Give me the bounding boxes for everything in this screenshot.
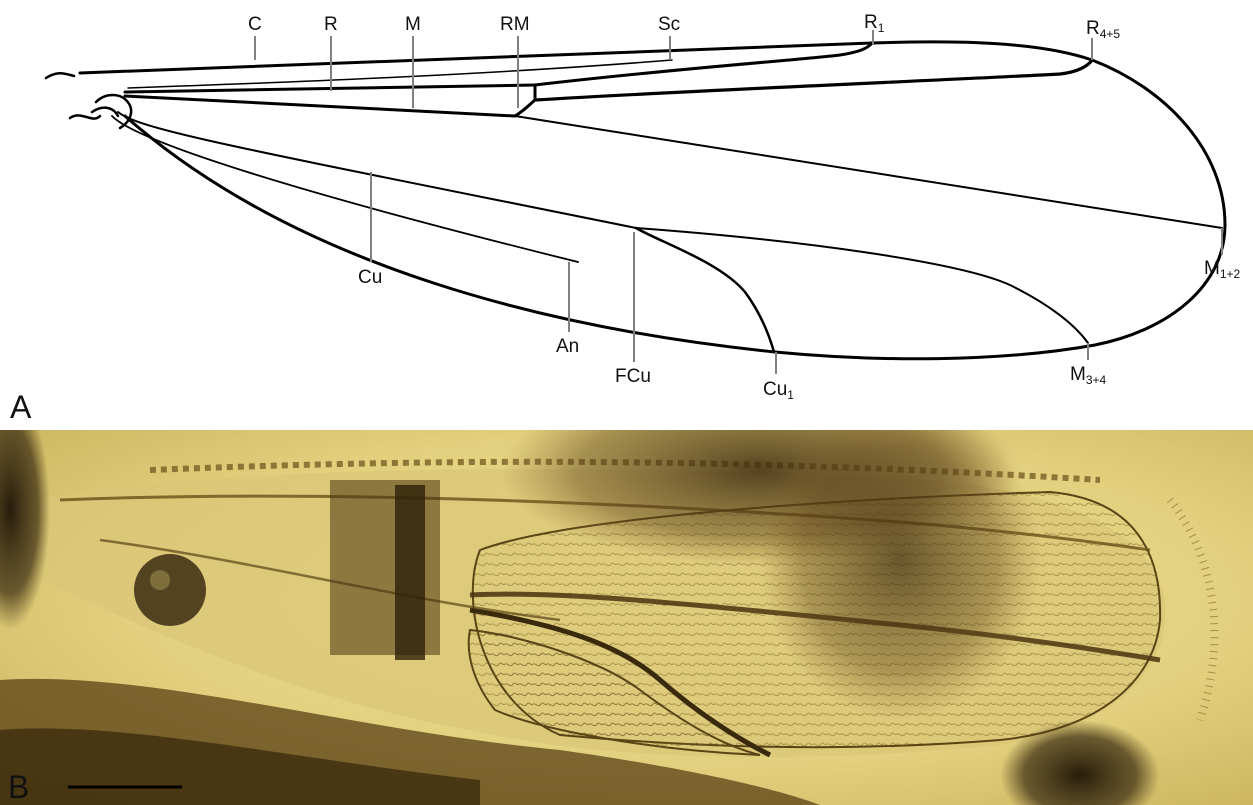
air-bubble xyxy=(134,554,206,626)
amber-wing-micrograph: B xyxy=(0,430,1253,805)
label-rm: RM xyxy=(500,14,530,35)
label-sc: Sc xyxy=(658,14,680,35)
label-cu: Cu xyxy=(358,267,382,288)
label-cu1: Cu1 xyxy=(763,379,794,402)
label-r4-5: R4+5 xyxy=(1086,18,1120,41)
vein-m xyxy=(125,96,535,116)
panel-label-b: B xyxy=(8,769,29,805)
wing-base-hook xyxy=(46,73,131,128)
wing-venation-drawing: C R M RM Sc R1 R4+5 Cu M1+2 An FCu Cu1 M… xyxy=(0,0,1253,430)
vein-m3-4 xyxy=(636,228,1088,343)
vein-cu1 xyxy=(636,228,774,352)
vein-r4-5 xyxy=(535,60,1092,100)
dark-scale-bar xyxy=(395,485,425,660)
label-an: An xyxy=(556,336,579,357)
label-fcu: FCu xyxy=(615,366,651,387)
label-r1: R1 xyxy=(864,12,885,35)
label-m3-4: M3+4 xyxy=(1070,364,1107,387)
vein-an xyxy=(112,116,578,262)
label-m1-2: M1+2 xyxy=(1204,258,1241,281)
panel-label-a: A xyxy=(10,389,32,425)
air-bubble-highlight xyxy=(150,570,170,590)
label-c: C xyxy=(248,14,262,35)
wing-base-hook xyxy=(92,108,118,116)
label-m: M xyxy=(405,14,421,35)
vein-m1-2 xyxy=(515,116,1222,228)
label-r: R xyxy=(324,14,338,35)
vein-sc xyxy=(128,60,672,88)
